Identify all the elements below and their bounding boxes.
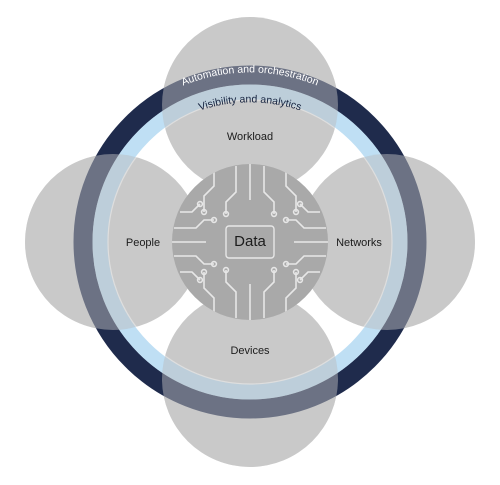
center-label: Data: [234, 233, 266, 250]
pillar-label-top: Workload: [227, 131, 273, 143]
pillar-circle-bottom: [162, 291, 338, 467]
circuit-pattern-icon: [172, 164, 328, 320]
pillar-circle-top: [162, 17, 338, 193]
pillar-overlay-left: [25, 154, 201, 330]
pillar-overlay-top: [162, 17, 338, 193]
center-label-backdrop: [229, 228, 271, 252]
pillar-label-bottom: Devices: [230, 345, 270, 357]
pillar-circle-right: [299, 154, 475, 330]
pillar-overlay-bottom: [162, 291, 338, 467]
inner-ring-edge: [107, 99, 393, 385]
pillar-label-left: People: [126, 237, 160, 249]
pillar-label-right: Networks: [336, 237, 382, 249]
outer-ring: [73, 65, 427, 419]
pillar-circle-left: [25, 154, 201, 330]
pillar-overlay-right: [299, 154, 475, 330]
inner-ring: [92, 84, 408, 400]
